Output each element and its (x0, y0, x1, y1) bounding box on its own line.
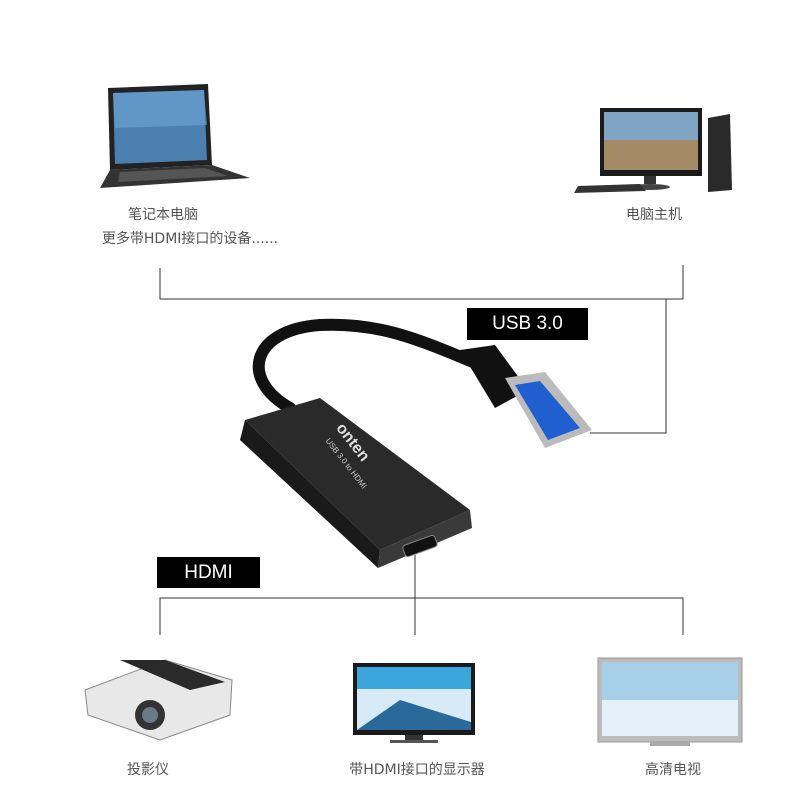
usb-hdmi-adapter: onten USB 3.0 to HDMI (240, 398, 472, 568)
usb-plug (460, 345, 592, 448)
connector-lines (159, 265, 684, 635)
usb-tag: USB 3.0 (467, 308, 588, 340)
desktop-computer-icon (574, 108, 732, 193)
projector-label: 投影仪 (127, 762, 169, 778)
tv-icon (597, 657, 743, 746)
monitor-label: 带HDMI接口的显示器 (349, 762, 485, 778)
desktop-label: 电脑主机 (626, 207, 682, 223)
laptop-sublabel: 更多带HDMI接口的设备...... (101, 231, 279, 247)
projector-icon (84, 659, 233, 741)
laptop-icon (100, 84, 250, 188)
laptop-label: 笔记本电脑 (128, 207, 198, 223)
usb-cable (252, 318, 486, 414)
hdmi-tag: HDMI (157, 557, 260, 588)
tv-label: 高清电视 (645, 762, 701, 778)
monitor-icon (353, 663, 475, 743)
